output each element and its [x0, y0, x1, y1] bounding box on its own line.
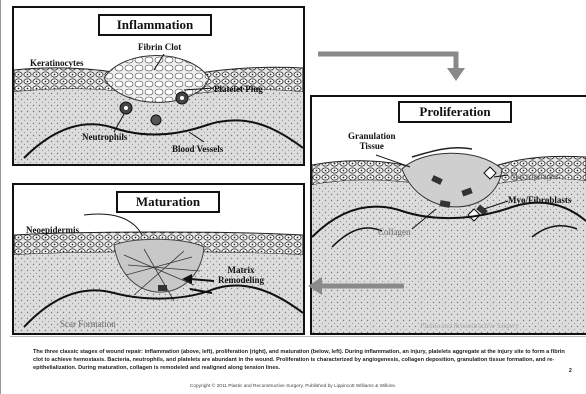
maturation-title: Maturation [116, 191, 220, 213]
neoepidermis-label: Neoepidermis [26, 225, 79, 235]
inflammation-title: Inflammation [98, 14, 212, 36]
proliferation-title: Proliferation [398, 101, 512, 123]
page-number: 2 [569, 368, 572, 374]
arrow-to-proliferation [316, 44, 466, 84]
keratinocytes-label: Keratinocytes [30, 58, 83, 68]
blood-vessels-label: Blood Vessels [172, 144, 223, 154]
matrix-remodeling-label: Matrix Remodeling [218, 265, 264, 285]
neutrophils-label: Neutrophils [82, 132, 127, 142]
caption-divider [10, 336, 586, 337]
proliferation-panel: Proliferation Granulation Tissue Macroph… [310, 95, 586, 335]
collagen-label: Collagen [378, 227, 411, 237]
arrow-to-maturation [306, 274, 406, 298]
maturation-panel: Maturation Neoepidermis Matrix Remodelin… [12, 183, 305, 335]
granulation-tissue-label: Granulation Tissue [348, 131, 396, 151]
journal-watermark: Plastic and Reconstructive Surgery [420, 321, 519, 331]
inflammation-panel: Inflammation Keratinocytes Fibrin Clot P… [12, 6, 305, 166]
macrophages-label: Macrophages [510, 171, 558, 181]
figure-caption: The three classic stages of wound repair… [33, 348, 573, 372]
copyright-line: Copyright © 2011 Plastic and Reconstruct… [0, 384, 586, 389]
myo-fibroblasts-label: Myo/Fibroblasts [508, 195, 571, 205]
platelet-plug-label: Platelet Plug [214, 84, 263, 94]
fibrin-clot-label: Fibrin Clot [138, 42, 181, 52]
scar-formation-label: Scar Formation [60, 319, 116, 329]
left-border-line [0, 0, 1, 394]
